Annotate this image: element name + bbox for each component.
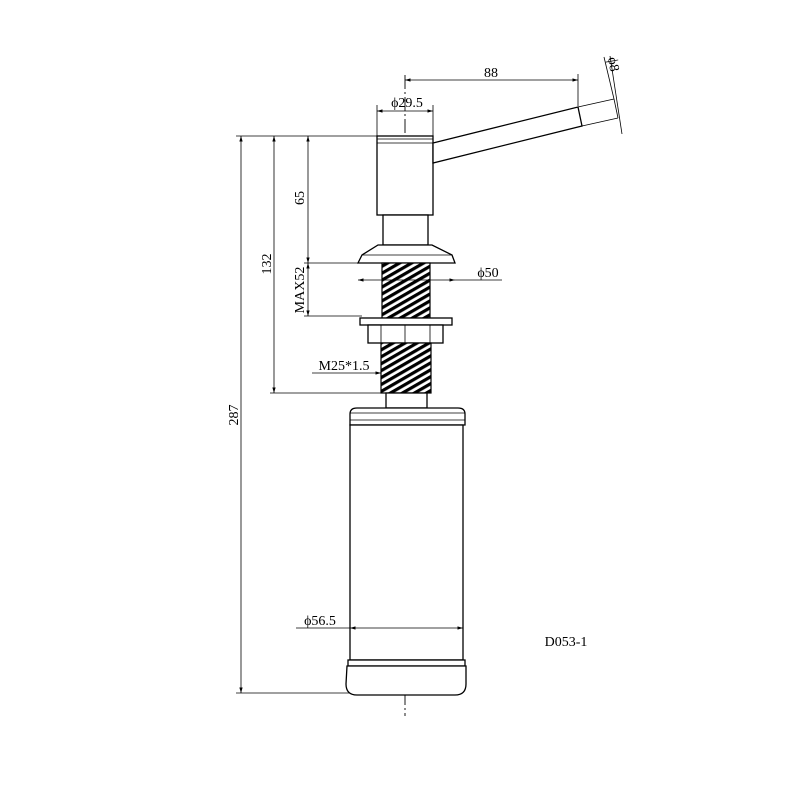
flange-collar — [356, 244, 456, 264]
dimension-label: 287 — [227, 405, 242, 426]
nut-body — [367, 324, 444, 344]
dimension-spout-reach: 88 — [405, 66, 579, 106]
dimension-max-thickness: MAX52 — [293, 263, 310, 316]
bottle-body — [349, 424, 464, 661]
upper-thread — [381, 262, 431, 319]
nut — [367, 324, 444, 344]
bottle — [345, 407, 467, 696]
thread-label: M25*1.5 — [319, 359, 370, 374]
dimension-label: 132 — [260, 254, 275, 275]
dimension-label: MAX52 — [293, 267, 308, 314]
spout-tube — [432, 106, 583, 164]
dimension-shank-length: 132 — [260, 136, 276, 393]
model-code: D053-1 — [545, 635, 588, 650]
bottle-connector — [385, 392, 428, 409]
spout-tip-bottom — [581, 117, 619, 127]
spout-tip-top — [577, 98, 615, 108]
bottle-cap — [349, 407, 466, 426]
extension-line — [609, 55, 623, 135]
spout-tip-end — [613, 98, 619, 119]
dimension-total-height: 287 — [227, 136, 243, 693]
neck — [382, 214, 429, 246]
dimension-spout-diameter: ϕ8 — [603, 55, 623, 135]
dimension-head-height: 65 — [293, 136, 310, 263]
dimension-label: ϕ50 — [477, 266, 498, 281]
dimension-label: ϕ56.5 — [304, 614, 336, 629]
dimension-head-diameter: ϕ29.5 — [376, 96, 434, 136]
thread-callout: M25*1.5 — [312, 359, 381, 375]
extension-line — [603, 56, 615, 100]
pump-head-body — [376, 135, 434, 216]
washer — [359, 317, 453, 326]
pump-head — [376, 135, 434, 216]
dimension-flange-diameter: ϕ50 — [358, 266, 502, 282]
spout — [432, 98, 619, 164]
dimension-label: 65 — [293, 191, 308, 205]
lower-thread — [380, 342, 432, 394]
dimension-bottle-diameter: ϕ56.5 — [296, 614, 463, 630]
dimension-label: ϕ29.5 — [391, 96, 423, 111]
bottle-band — [347, 659, 466, 667]
dimension-label: 88 — [484, 66, 498, 81]
flange — [356, 244, 456, 264]
dimension-label: ϕ8 — [604, 56, 621, 73]
bottle-base — [345, 665, 467, 696]
